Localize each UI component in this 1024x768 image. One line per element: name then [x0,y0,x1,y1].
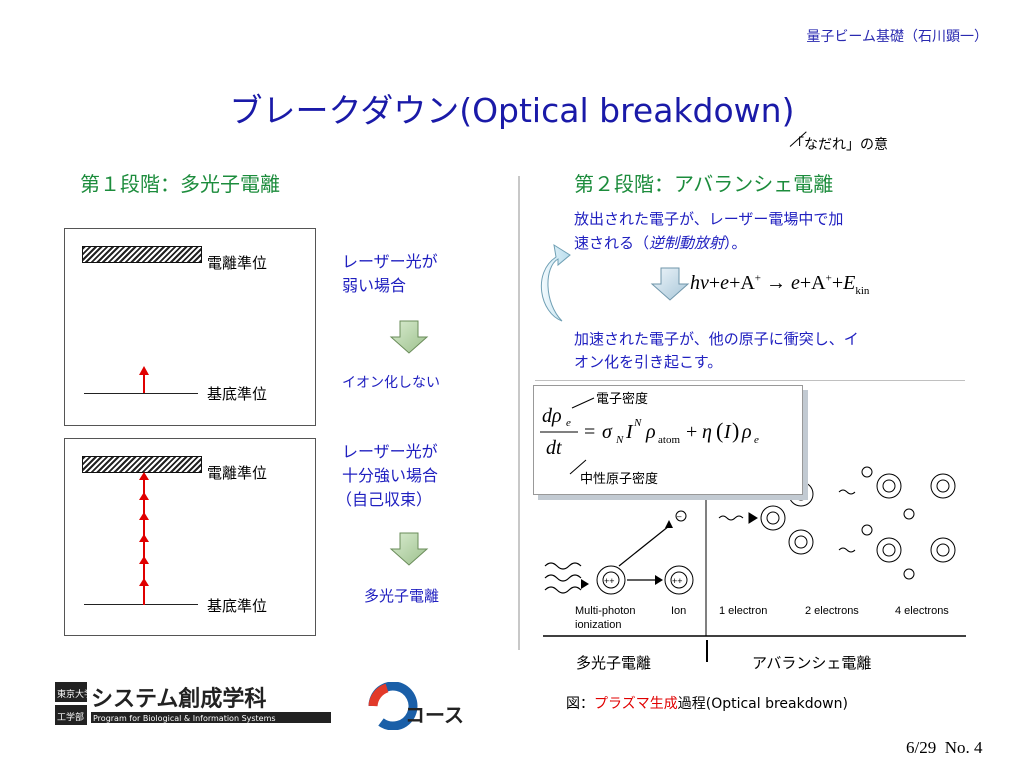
cycle-arrow-icon [540,243,571,322]
svg-text:ρ: ρ [741,421,752,443]
ground-level-label: 基底準位 [207,385,268,403]
rate-equation-panel: 電子密度 dρ e dt = σ N I N ρ atom + η ( I ) … [533,385,803,495]
inverse-bremsstrahlung-term: 逆制動放射 [649,234,725,252]
stage2-text1-line2: 速される（逆制動放射）。 [574,231,747,255]
fig-label-ionization: ionization [575,619,621,631]
weak-laser-text-2: 弱い場合 [342,276,407,295]
caption-prefix: 図： [566,696,594,712]
figure-caption: 図：プラズマ生成過程(Optical breakdown) [566,693,848,713]
stage2-text1-part-a: 速される（ [574,234,650,252]
logo-course: コース [405,703,464,727]
svg-text:N: N [633,417,642,429]
excitation-arrow-icon [139,366,149,393]
stage2-text2-line2: オン化を引き起こす。 [574,353,723,371]
svg-text:++: ++ [604,576,615,586]
fig-label-1electron: 1 electron [719,605,767,617]
slide-no-label: No. 4 [944,738,983,757]
electron-density-label: 電子密度 [596,392,649,407]
figure-caption-separator [706,640,708,662]
stage2-text1-part-c: ）。 [724,234,747,252]
logo-univ: 東京大学 [57,688,93,700]
down-arrow-icon [650,267,690,301]
breakdown-figure-svg: ++ ++ – Multi-photon ionization Ion 1 el… [543,466,966,637]
svg-text:+: + [686,421,697,443]
no-ionization-text: イオン化しない [342,375,440,391]
svg-text:++: ++ [672,576,683,586]
figure-caption-avalanche: アバランシェ電離 [752,654,872,672]
stage2-title: 第２段階：アバランシェ電離 [574,172,834,196]
ionization-level-label: 電離準位 [207,464,268,482]
breakdown-figure: ++ ++ – Multi-photon ionization Ion 1 el… [543,462,966,638]
svg-text:=: = [584,421,595,443]
ground-level-line [84,604,198,605]
logo-name: システム創成学科 [91,686,266,712]
stage2-text2-line1: 加速された電子が、他の原子に衝突し、イ [574,330,859,348]
fig-label-multiphoton: Multi-photon [575,605,636,617]
logo-faculty: 工学部 [57,711,84,723]
logo-subtitle: Program for Biological & Information Sys… [93,714,276,723]
svg-text:dρ: dρ [542,405,562,427]
stage2-text1-line1: 放出された電子が、レーザー電場中で加 [574,210,844,228]
department-logo: 東京大学 工学部 システム創成学科 Program for Biological… [55,681,470,731]
neutral-atom-density-label: 中性原子密度 [580,472,659,487]
caption-suffix: 過程(Optical breakdown) [677,696,848,712]
svg-text:dt: dt [546,437,562,459]
fig-label-ion: Ion [671,605,686,617]
down-arrow-icon [389,532,429,566]
svg-text:η: η [702,421,712,443]
svg-text:–: – [677,512,682,521]
svg-text:): ) [732,418,739,443]
strong-laser-text-2: 十分強い場合 [342,466,439,485]
fig-label-2electrons: 2 electrons [805,605,859,617]
strong-laser-text-3: （自己収束） [336,490,433,509]
svg-text:I: I [723,421,732,443]
right-divider-line [535,380,965,381]
svg-text:N: N [615,434,624,446]
slide-number: 6/29 [906,738,937,757]
multiphoton-arrows-icon [139,472,149,605]
department-logo-svg: 東京大学 工学部 システム創成学科 Program for Biological… [55,681,464,731]
fig-label-4electrons: 4 electrons [895,605,949,617]
figure-caption-multiphoton: 多光子電離 [576,654,652,672]
caption-highlight: プラズマ生成 [594,696,678,712]
svg-text:e: e [566,417,571,429]
rate-equation-svg: dρ e dt = σ N I N ρ atom + η ( I ) ρ e [540,397,759,475]
avalanche-equation: hν+e+A+ → e+A++Ekin [690,272,870,297]
course-header: 量子ビーム基礎（石川顕一） [806,29,988,45]
svg-text:I: I [625,421,634,443]
ground-level-line [84,393,198,394]
column-divider [518,176,520,650]
down-arrow-icon [389,320,429,354]
svg-text:e: e [754,434,759,446]
svg-text:ρ: ρ [645,421,656,443]
slide-title: ブレークダウン(Optical breakdown) [229,91,795,130]
svg-text:(: ( [716,418,723,443]
page-number: 6/29 No. 4 [906,738,983,758]
ionization-level-label: 電離準位 [207,254,268,272]
weak-laser-text-1: レーザー光が [342,252,438,271]
strong-laser-text-1: レーザー光が [342,442,438,461]
stage1-title: 第１段階：多光子電離 [80,172,280,196]
ionization-band [82,456,202,473]
svg-text:σ: σ [602,421,613,443]
ground-level-label: 基底準位 [207,597,268,615]
nadare-note: 「なだれ」の意 [790,137,888,153]
multiphoton-result-text: 多光子電離 [364,587,440,605]
ionization-band [82,246,202,263]
svg-text:atom: atom [658,434,680,446]
